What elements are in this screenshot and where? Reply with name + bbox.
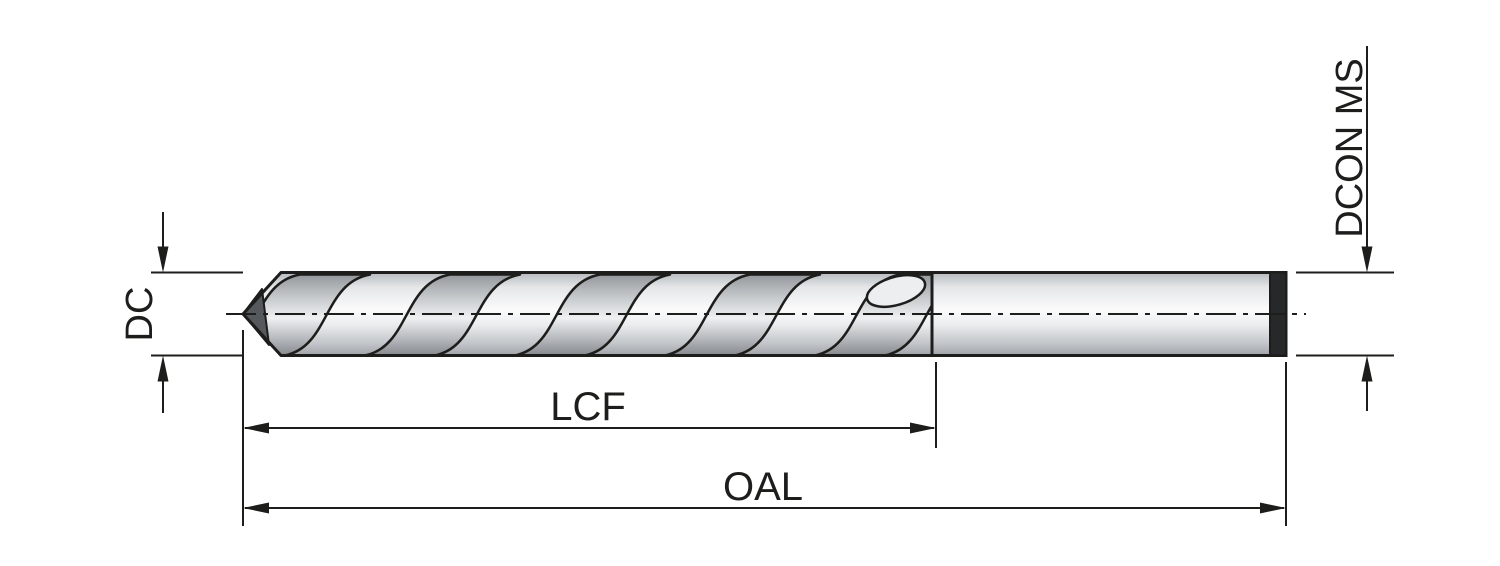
dcon-arrowhead-up [1361,355,1373,382]
lcf-arrowhead-left [243,422,269,434]
drill-body [226,271,1306,357]
dc-arrowhead-up [157,355,169,382]
oal-arrowhead-right [1260,502,1286,514]
dcon-arrowhead-down [1361,246,1373,273]
dimension-dcon: DCON MS [1296,46,1394,411]
dimension-dc: DC [119,212,243,413]
dimension-lcf: LCF [242,330,937,526]
flute-runout [865,273,927,309]
dcon-label: DCON MS [1329,58,1371,237]
lcf-label: LCF [550,385,626,429]
dc-label: DC [119,287,161,342]
lcf-arrowhead-right [910,422,936,434]
dimension-oal: OAL [243,362,1287,526]
oal-label: OAL [723,465,803,509]
dc-arrowhead-down [157,246,169,273]
oal-arrowhead-left [243,502,269,514]
